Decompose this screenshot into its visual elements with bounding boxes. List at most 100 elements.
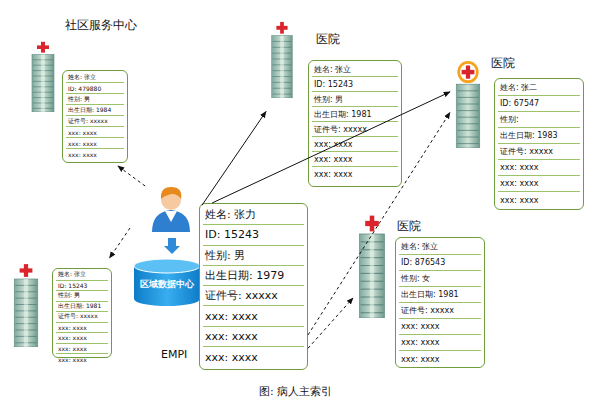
- hospital-building: [32, 41, 54, 112]
- hospital-building: [14, 263, 37, 347]
- record-field: xxx: xxxx: [203, 351, 258, 364]
- record-field: ID: 15243: [203, 228, 259, 241]
- record-row: 性别: 男: [203, 246, 304, 266]
- record-field: xxx: xxxx: [203, 310, 258, 323]
- arrow-connector: [202, 112, 266, 206]
- record-row: 姓名: 张力: [203, 205, 304, 225]
- record-field: 姓名: 张立: [66, 73, 96, 82]
- node-heading: 医院: [491, 55, 515, 72]
- record-row: xxx: xxxx: [498, 160, 580, 176]
- record-field: xxx: xxxx: [56, 345, 87, 352]
- down-arrow: [164, 238, 180, 254]
- record-node: EMPI姓名: 张力ID: 15243性别: 男出生日期: 1979证件号: x…: [199, 203, 308, 370]
- record-field: 性别: 男: [203, 248, 245, 263]
- record-row: ID: 67547: [498, 96, 580, 112]
- record-row: 姓名: 张二: [498, 80, 580, 96]
- record-row: ID: 15243: [203, 225, 304, 245]
- record-field: 出生日期: 1981: [399, 289, 459, 300]
- record-row: 姓名: 张立: [66, 72, 124, 83]
- node-heading: 社区服务中心: [65, 17, 137, 34]
- record-card: 姓名: 张立ID: 876543性别: 女出生日期: 1981证件号: xxxx…: [395, 237, 485, 368]
- record-row: 证件号: xxxxx: [498, 144, 580, 160]
- record-row: xxx: xxxx: [399, 319, 481, 335]
- record-card: 姓名: 张立ID: 479880性别: 男出生日期: 1984证件号: xxxx…: [62, 70, 128, 163]
- record-row: xxx: xxxx: [399, 351, 481, 367]
- record-field: xxx: xxxx: [399, 322, 439, 331]
- record-row: xxx: xxxx: [66, 149, 124, 160]
- record-row: xxx: xxxx: [56, 354, 108, 365]
- record-row: xxx: xxxx: [56, 333, 108, 344]
- record-field: xxx: xxxx: [66, 140, 97, 147]
- record-row: xxx: xxxx: [498, 176, 580, 192]
- hospital-building: [456, 61, 479, 148]
- record-field: xxx: xxxx: [498, 179, 538, 188]
- record-field: xxx: xxxx: [66, 151, 97, 158]
- record-field: xxx: xxxx: [312, 170, 352, 179]
- record-row: 证件号: xxxxx: [399, 303, 481, 319]
- record-row: ID: 15243: [312, 77, 398, 92]
- record-row: xxx: xxxx: [66, 138, 124, 149]
- record-card: 姓名: 张二 ID: 67547性别: 出生日期: 1983 证件号: xxxxx xx…: [494, 78, 584, 210]
- record-row: xxx: xxxx: [399, 335, 481, 351]
- record-field: 性别: 男: [66, 95, 90, 104]
- record-row: xxx: xxxx: [203, 347, 304, 367]
- arrow-connector: [308, 112, 450, 334]
- database-cylinder: [134, 259, 200, 306]
- record-row: xxx: xxxx: [56, 323, 108, 334]
- record-field: 出生日期: 1979: [203, 268, 284, 283]
- record-field: 姓名: 张力: [203, 207, 256, 222]
- record-row: 出生日期: 1981: [399, 287, 481, 303]
- person-icon: [152, 187, 190, 232]
- node-heading: EMPI: [161, 348, 187, 361]
- record-row: 性别: 男: [66, 94, 124, 105]
- record-row: 出生日期: 1984: [66, 105, 124, 116]
- record-field: xxx: xxxx: [56, 324, 87, 331]
- record-node: 区域数据中心: [130, 186, 202, 306]
- record-field: xxx: xxxx: [56, 334, 87, 341]
- record-field: xxx: xxxx: [399, 338, 439, 347]
- record-row: 证件号: xxxxx: [56, 312, 108, 323]
- record-row: 姓名: 张立: [312, 62, 398, 77]
- record-row: ID: 15243: [56, 281, 108, 292]
- record-field: 出生日期: 1983: [498, 130, 558, 141]
- record-row: 性别: 男: [56, 291, 108, 302]
- record-row: xxx: xxxx: [312, 167, 398, 182]
- record-field: 证件号: xxxxx: [498, 146, 553, 157]
- record-field: 证件号: xxxxx: [203, 288, 278, 303]
- arrow-connector: [212, 92, 450, 203]
- record-field: xxx: xxxx: [498, 163, 538, 172]
- record-card: 姓名: 张立ID: 15243性别: 男出生日期: 1981证件号: xxxxx…: [308, 60, 402, 187]
- hospital-building: [272, 21, 293, 98]
- record-node: 姓名: 张立ID: 15243性别: 男出生日期: 1981证件号: xxxxx…: [8, 258, 116, 362]
- record-field: xxx: xxxx: [66, 129, 97, 136]
- node-heading: 医院: [397, 218, 421, 235]
- record-field: 性别: 男: [56, 291, 80, 300]
- record-field: 性别: 女: [399, 273, 430, 284]
- record-field: 出生日期: 1981: [312, 109, 372, 120]
- record-field: 证件号: xxxxx: [56, 312, 98, 321]
- record-row: 证件号: xxxxx: [203, 286, 304, 306]
- record-row: xxx: xxxx: [56, 344, 108, 355]
- record-row: 姓名: 张立: [56, 270, 108, 281]
- record-row: 性别: 女: [399, 271, 481, 287]
- database-label: 区域数据中心: [140, 278, 194, 291]
- record-field: 姓名: 张二: [498, 82, 537, 93]
- record-field: xxx: xxxx: [399, 355, 439, 364]
- record-field: ID: 15243: [312, 80, 353, 89]
- record-field: 证件号: xxxxx: [399, 305, 454, 316]
- record-row: 性别:: [498, 112, 580, 128]
- record-row: 证件号: xxxxx: [66, 116, 124, 127]
- record-row: xxx: xxxx: [203, 327, 304, 347]
- record-field: xxx: xxxx: [312, 155, 352, 164]
- record-row: 出生日期: 1983: [498, 128, 580, 144]
- record-field: 证件号: xxxxx: [312, 124, 367, 135]
- record-row: xxx: xxxx: [498, 192, 580, 208]
- record-row: xxx: xxxx: [312, 137, 398, 152]
- record-card: 姓名: 张力 ID: 15243 性别: 男出生日期: 1979 证件号: xxxxx…: [199, 203, 308, 370]
- record-node: 医院姓名: 张二 ID: 67547性别: 出生日期: 1983 证件号: xxxxx…: [450, 54, 586, 212]
- record-row: xxx: xxxx: [203, 306, 304, 326]
- hospital-building: [360, 214, 385, 318]
- record-field: 姓名: 张立: [56, 270, 86, 279]
- record-node: 医院姓名: 张立ID: 876543性别: 女出生日期: 1981证件号: xx…: [353, 210, 487, 370]
